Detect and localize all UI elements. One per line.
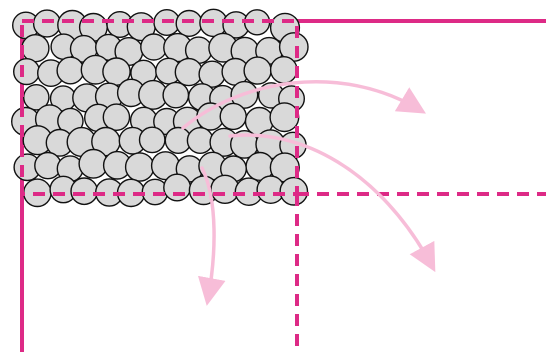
particle [244,57,271,84]
particle [280,178,307,205]
particle [140,127,165,152]
particle [175,59,202,86]
particle [57,57,84,84]
particle [270,103,299,132]
particle [211,175,239,203]
particle [14,59,40,85]
particle [141,34,167,60]
particle [71,178,97,204]
particle [163,82,188,107]
particle [164,174,191,201]
particle [126,153,154,181]
particle [220,103,246,129]
particle-cluster [12,9,308,206]
particle [187,128,213,154]
particle [34,10,61,37]
particle [271,57,297,83]
particle [22,35,49,62]
particle [103,104,129,130]
particle [176,11,202,37]
